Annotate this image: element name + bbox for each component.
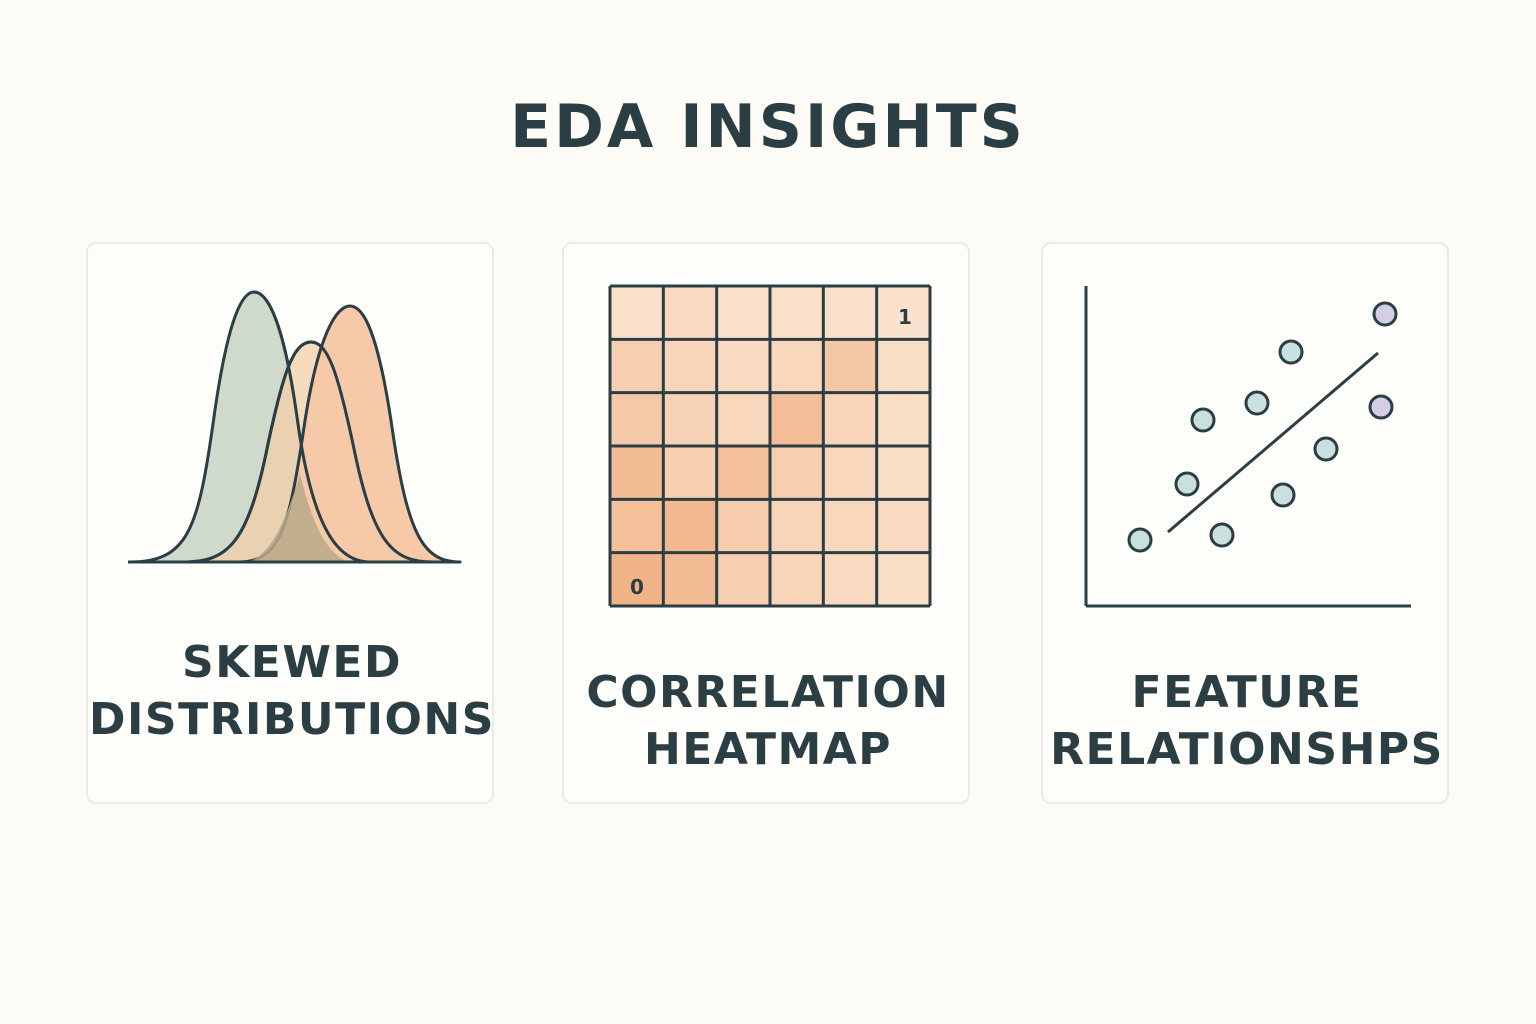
heatmap-cell <box>770 339 824 393</box>
heatmap-cell <box>716 499 770 553</box>
heatmap-cell <box>716 286 770 340</box>
heatmap-cell <box>610 286 664 340</box>
point <box>1313 436 1339 462</box>
heatmap-label-bottom-left: 0 <box>630 575 644 599</box>
card-title-line: SKEWED <box>182 637 402 688</box>
card-title-line: HEATMAP <box>643 724 893 775</box>
heatmap-cell <box>876 552 930 606</box>
card-title-line: CORRELATION <box>586 667 950 718</box>
heatmap-cell <box>823 286 877 340</box>
card-correlation-heatmap: 1 0 CORRELATION HEATMAP <box>562 242 970 804</box>
point <box>1127 527 1153 553</box>
heatmap-cell <box>663 392 717 446</box>
card-feature-relationships: FEATURE RELATIONSHPS <box>1041 242 1449 804</box>
point <box>1244 390 1270 416</box>
heatmap-cell <box>663 286 717 340</box>
heatmap-cell <box>716 392 770 446</box>
heatmap-cell <box>770 499 824 553</box>
card-title: SKEWED DISTRIBUTIONS <box>88 634 496 748</box>
point <box>1174 471 1200 497</box>
trend-line <box>1167 351 1379 534</box>
heatmap-cell <box>770 446 824 500</box>
heatmap-cell <box>610 552 664 606</box>
heatmap-cell <box>770 286 824 340</box>
heatmap-cell <box>770 552 824 606</box>
bell-curves-icon <box>128 290 462 564</box>
point <box>1270 482 1296 508</box>
heatmap-cell <box>716 552 770 606</box>
card-title-line: DISTRIBUTIONS <box>89 694 495 745</box>
heatmap-cell <box>876 499 930 553</box>
heatmap-cell <box>663 552 717 606</box>
point <box>1278 339 1304 365</box>
card-title: CORRELATION HEATMAP <box>564 664 972 778</box>
heatmap-cell <box>770 392 824 446</box>
card-title-line: RELATIONSHPS <box>1050 724 1444 775</box>
heatmap-cell <box>876 392 930 446</box>
point <box>1190 407 1216 433</box>
heatmap-cell <box>876 446 930 500</box>
heatmap-label-top-right: 1 <box>898 305 912 329</box>
heatmap-cell <box>610 392 664 446</box>
card-title: FEATURE RELATIONSHPS <box>1043 664 1451 778</box>
page-title: EDA INSIGHTS <box>510 92 1026 162</box>
scatter-plot-icon <box>1084 286 1411 608</box>
card-skewed-distributions: SKEWED DISTRIBUTIONS <box>86 242 494 804</box>
heatmap-cell <box>663 499 717 553</box>
heatmap-cell <box>876 286 930 340</box>
point <box>1372 301 1398 327</box>
heatmap-cell <box>610 499 664 553</box>
heatmap-grid-icon: 1 0 <box>608 284 932 608</box>
point <box>1209 522 1235 548</box>
heatmap-cell <box>663 446 717 500</box>
curve-overlap <box>248 474 350 562</box>
heatmap-cell <box>823 339 877 393</box>
heatmap-cell <box>663 339 717 393</box>
card-title-line: FEATURE <box>1131 667 1363 718</box>
heatmap-cell <box>610 446 664 500</box>
heatmap-cell <box>823 499 877 553</box>
point <box>1368 394 1394 420</box>
scatter-points <box>1127 301 1398 553</box>
heatmap-cell <box>823 446 877 500</box>
heatmap-cell <box>716 446 770 500</box>
heatmap-cell <box>823 392 877 446</box>
heatmap-cell <box>876 339 930 393</box>
heatmap-cell <box>823 552 877 606</box>
heatmap-cell <box>610 339 664 393</box>
heatmap-cell <box>716 339 770 393</box>
